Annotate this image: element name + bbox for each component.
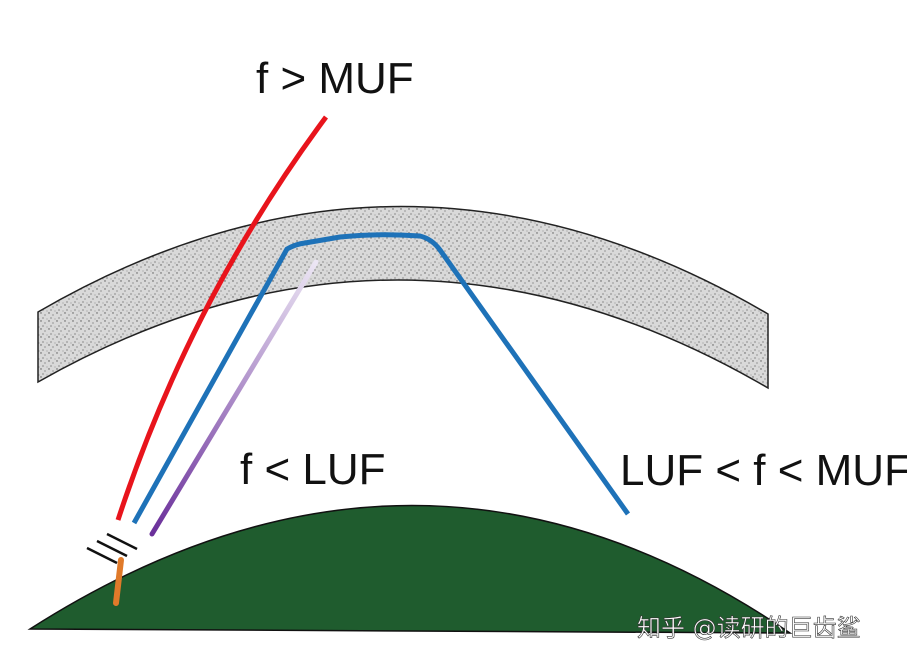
ray-above-muf bbox=[115, 115, 329, 521]
ray-below-luf bbox=[149, 259, 319, 537]
ray-between-luf-muf bbox=[131, 232, 631, 525]
label-below-luf: f < LUF bbox=[240, 445, 386, 494]
watermark: 知乎 @读研的巨齿鲨 bbox=[637, 614, 861, 642]
earth-ground bbox=[27, 504, 793, 634]
label-between-luf-muf: LUF < f < MUF bbox=[620, 446, 907, 495]
label-above-muf: f > MUF bbox=[256, 54, 414, 103]
ionosphere-layer bbox=[37, 205, 769, 390]
antenna-icon bbox=[86, 532, 138, 606]
